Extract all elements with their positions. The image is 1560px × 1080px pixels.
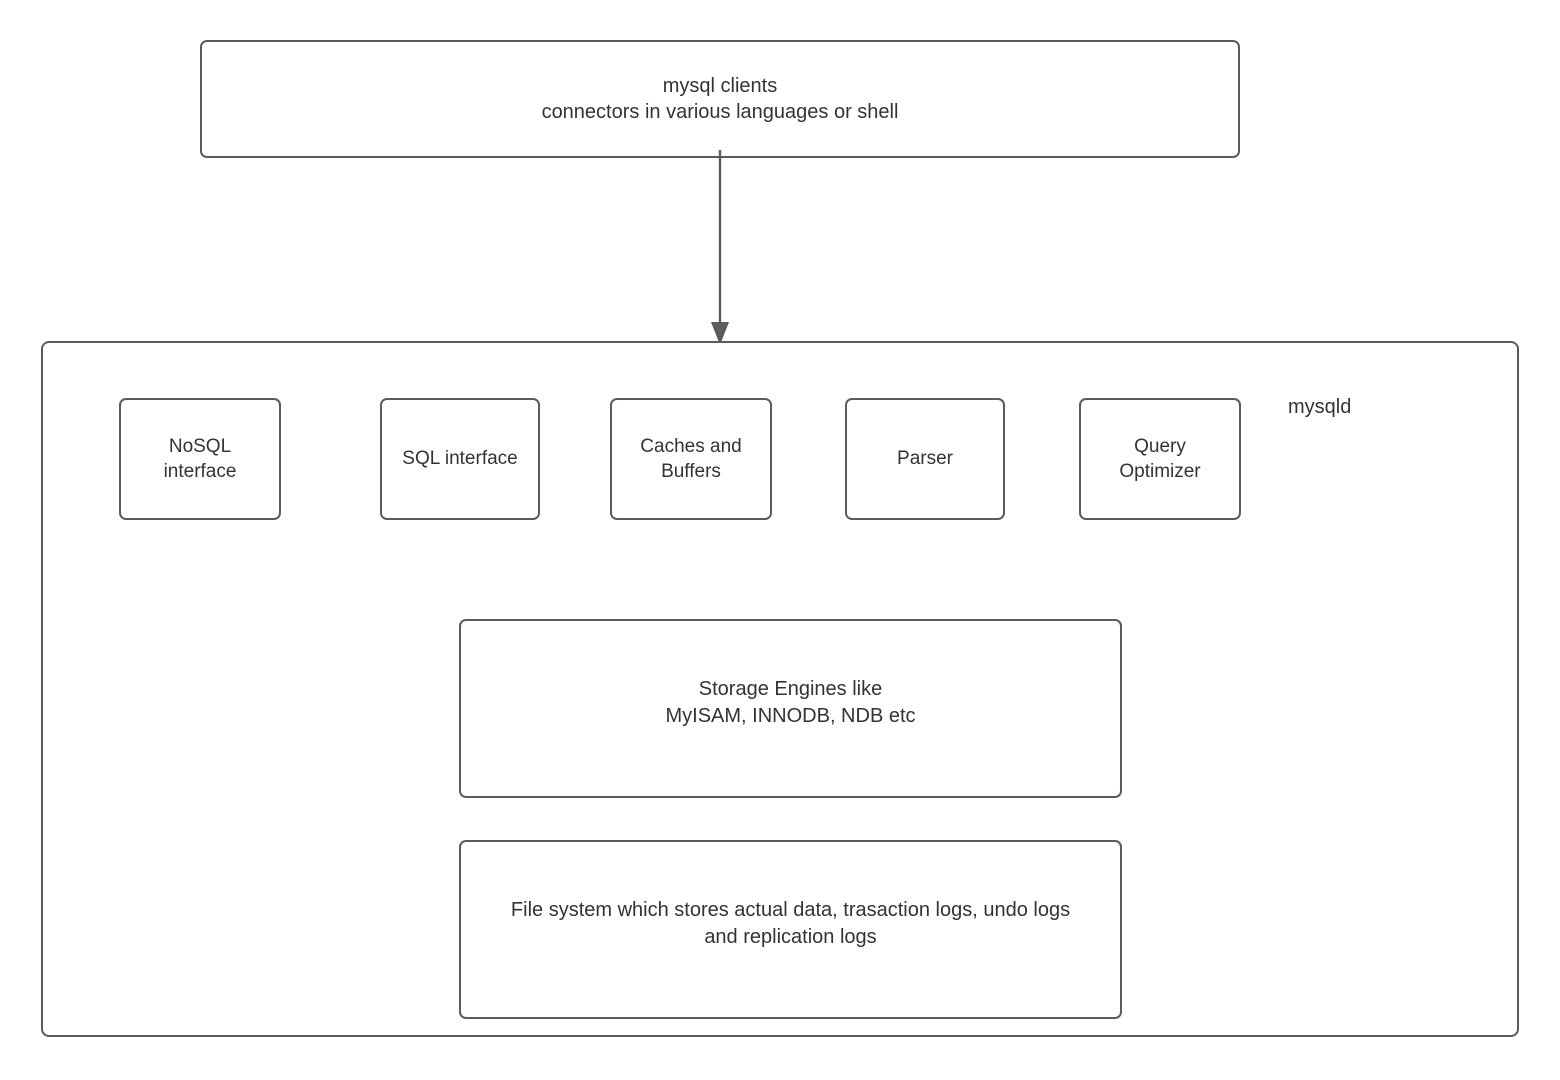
- mysql-clients-box[interactable]: mysql clients connectors in various lang…: [200, 40, 1240, 158]
- mysqld-label: mysqld: [1288, 396, 1352, 418]
- component-nosql-interface[interactable]: NoSQL interface: [119, 398, 281, 520]
- component-label: Query Optimizer: [1119, 435, 1201, 482]
- arrow-clients-to-mysqld: [711, 150, 729, 345]
- component-label: Parser: [897, 448, 953, 470]
- component-label: Caches and Buffers: [640, 435, 742, 482]
- file-system-box[interactable]: File system which stores actual data, tr…: [459, 840, 1122, 1019]
- component-label: SQL interface: [402, 448, 518, 470]
- component-caches-and-buffers[interactable]: Caches and Buffers: [610, 398, 772, 520]
- component-parser[interactable]: Parser: [845, 398, 1005, 520]
- component-sql-interface[interactable]: SQL interface: [380, 398, 540, 520]
- file-system-label: File system which stores actual data, tr…: [510, 899, 1071, 948]
- storage-engines-box[interactable]: Storage Engines like MyISAM, INNODB, NDB…: [459, 619, 1122, 798]
- storage-engines-label: Storage Engines like MyISAM, INNODB, NDB…: [665, 678, 916, 727]
- mysql-clients-label: mysql clients connectors in various lang…: [541, 74, 899, 123]
- component-label: NoSQL interface: [163, 435, 237, 482]
- component-query-optimizer[interactable]: Query Optimizer: [1079, 398, 1241, 520]
